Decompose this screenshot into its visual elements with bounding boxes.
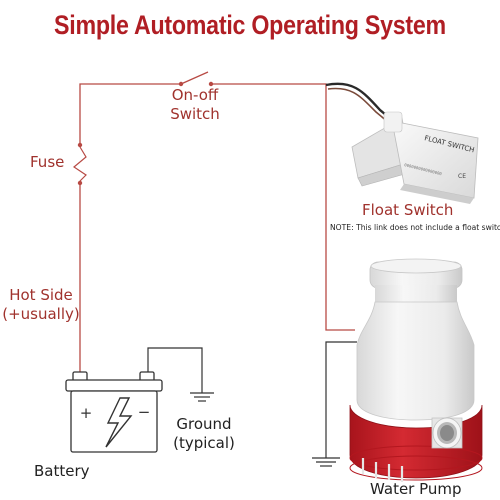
water-pump-label: Water Pump [370, 480, 462, 498]
battery-plus-mark: + [80, 404, 93, 422]
float-switch-label: Float Switch [362, 201, 454, 219]
float-switch-cable [325, 82, 393, 123]
wire-hot-side [79, 83, 355, 380]
on-off-switch-label: On-off Switch [160, 86, 230, 124]
battery-symbol [65, 371, 163, 453]
float-switch-ce-mark: CE [458, 173, 466, 180]
wire-ground [147, 347, 214, 402]
hot-side-label-line1: Hot Side [9, 286, 73, 304]
diagram-title: Simple Automatic Operating System [54, 10, 446, 40]
ground-label-line2: (typical) [173, 434, 235, 452]
battery-minus-mark: − [138, 403, 151, 421]
on-off-switch-label-line1: On-off [171, 86, 219, 104]
on-off-switch-label-line2: Switch [170, 105, 220, 123]
fuse-symbol [72, 142, 87, 186]
float-switch-image: FLOAT SWITCH 0000000000000000 CE [351, 111, 479, 204]
hot-side-label: Hot Side (+usually) [0, 286, 82, 324]
wire-pump-ground [312, 341, 357, 467]
water-pump-image [349, 258, 483, 482]
hot-side-label-line2: (+usually) [2, 305, 80, 323]
on-off-switch-symbol [178, 71, 214, 87]
ground-label: Ground (typical) [168, 415, 240, 453]
battery-label: Battery [34, 462, 90, 480]
fuse-label: Fuse [30, 153, 65, 171]
ground-label-line1: Ground [176, 415, 232, 433]
float-switch-note: NOTE: This link does not include a float… [330, 223, 500, 232]
